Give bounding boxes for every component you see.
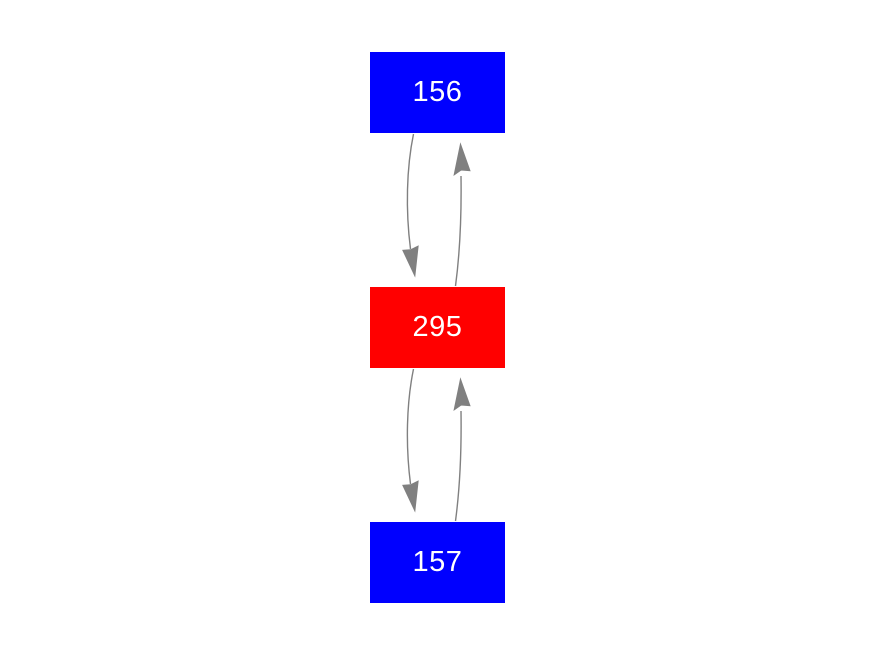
- graph-node-295-label: 295: [412, 311, 463, 343]
- edge-157-to-295-arrowhead: [453, 377, 471, 411]
- graph-node-157[interactable]: 157: [370, 522, 505, 603]
- edge-295-to-157: [402, 368, 419, 513]
- edge-156-to-295-arrowhead: [402, 245, 419, 278]
- edge-295-to-157-line: [406, 368, 415, 485]
- edge-157-to-295: [453, 377, 471, 522]
- graph-node-156-label: 156: [412, 76, 463, 108]
- edge-157-to-295-line: [454, 410, 462, 522]
- edge-295-to-157-arrowhead: [402, 480, 419, 513]
- edge-295-to-156: [453, 142, 471, 287]
- edge-156-to-295-line: [406, 133, 415, 250]
- graph-node-156[interactable]: 156: [370, 52, 505, 133]
- edge-295-to-156-arrowhead: [453, 142, 471, 176]
- graph-node-157-label: 157: [412, 546, 463, 578]
- graph-node-295[interactable]: 295: [370, 287, 505, 368]
- edge-156-to-295: [402, 133, 419, 278]
- edge-295-to-156-line: [454, 175, 462, 287]
